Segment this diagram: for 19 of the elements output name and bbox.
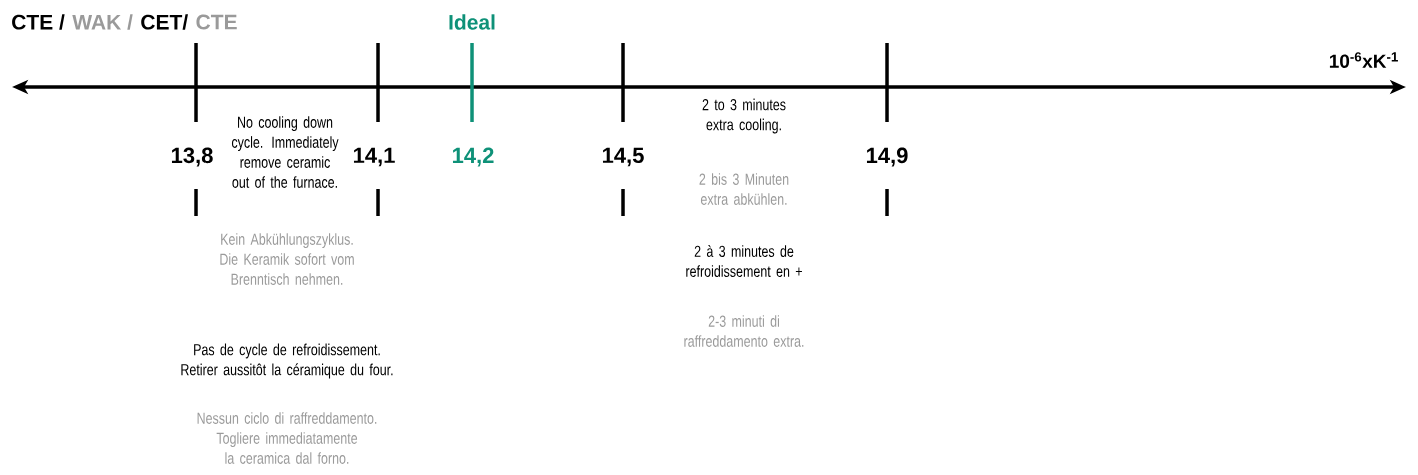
heading: WAK /: [72, 14, 133, 30]
note-text: 2 bis 3 Minuten extra abkühlen.: [699, 173, 789, 205]
note-text: 2 à 3 minutes de refroidissement en +: [686, 245, 802, 277]
note-text: 2 to 3 minutes extra cooling.: [702, 98, 786, 134]
heading: CTE /: [12, 14, 65, 30]
note-text: Nessun ciclo di raffreddamento. Togliere immediatamente la ceramica dal forno.: [197, 412, 377, 464]
note-text: Pas de cycle de refroidissement. Retirer aussitôt la céramique du four.: [181, 343, 393, 379]
note-text: 2-3 minuti di raffreddamento extra.: [684, 315, 804, 347]
tick-label: 14,2: [453, 147, 494, 167]
tick-label: 14,5: [603, 147, 644, 167]
note-text: No cooling down cycle. Immediately remove ceramic out of the furnace.: [231, 116, 339, 188]
heading: CET/: [141, 14, 188, 30]
tick-label: 14,9: [867, 147, 908, 167]
heading: CTE: [196, 14, 237, 30]
heading: Ideal: [449, 14, 495, 30]
unit-label: 10$^{-6}$xK$^{-1}$: [1329, 52, 1398, 68]
tick-label: 13,8: [172, 147, 213, 167]
note-text: Kein Abkühlungszyklus. Die Keramik sofort vom Brenntisch nehmen.: [220, 233, 354, 285]
tick-label: 14,1: [354, 147, 395, 167]
